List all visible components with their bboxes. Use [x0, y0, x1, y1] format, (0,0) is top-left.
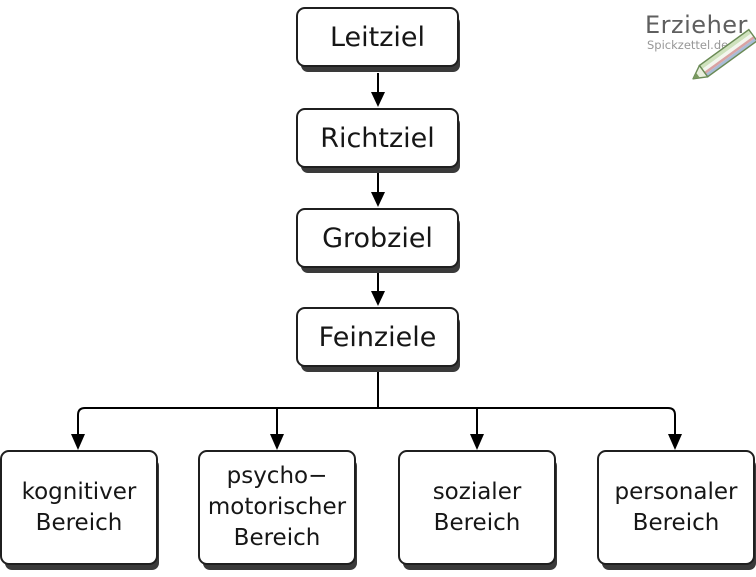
pencil-icon — [692, 28, 756, 80]
node-label-line: kognitiver — [21, 478, 137, 505]
node-label-line: Bereich — [433, 509, 521, 536]
node-label-line: psycho− — [226, 463, 328, 489]
node-personaler-bereich: personaler Bereich — [597, 450, 755, 565]
node-richtziel: Richtziel — [296, 108, 459, 168]
node-label-line: Bereich — [632, 509, 720, 536]
node-sozialer-bereich: sozialer Bereich — [398, 450, 556, 565]
node-label: Leitziel — [329, 21, 426, 53]
logo-subtitle: Spickzettel.de — [647, 38, 729, 52]
node-leitziel: Leitziel — [296, 7, 459, 67]
node-label-line: sozialer — [432, 478, 522, 505]
node-grobziel: Grobziel — [296, 208, 459, 268]
node-label: Richtziel — [320, 122, 435, 154]
node-kognitiver-bereich: kognitiver Bereich — [0, 450, 158, 565]
node-label-line: Bereich — [233, 525, 321, 551]
node-label-line: motorischer — [207, 494, 347, 520]
node-label-line: personaler — [614, 478, 738, 505]
node-feinziele: Feinziele — [296, 307, 459, 367]
node-label: Grobziel — [322, 222, 433, 254]
logo-title: Erzieher — [645, 11, 748, 39]
node-label-line: Bereich — [35, 509, 123, 536]
site-logo: Erzieher Spickzettel.de — [645, 12, 756, 87]
node-label: Feinziele — [318, 321, 437, 353]
node-psycho-motorischer-bereich: psycho− motorischer Bereich — [198, 450, 356, 565]
